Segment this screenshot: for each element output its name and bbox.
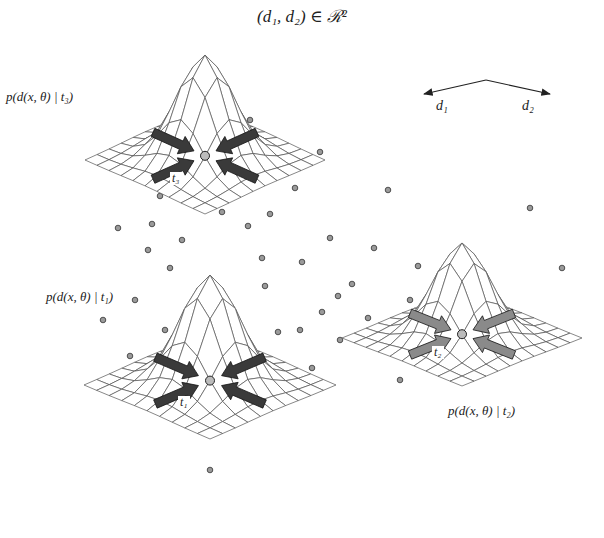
mesh-cell: [197, 428, 222, 439]
sample-dot: [100, 317, 106, 323]
sample-dot: [327, 235, 333, 241]
sample-dot: [407, 297, 413, 303]
class-label: t₂: [432, 346, 444, 359]
sample-dot: [319, 309, 325, 315]
gradient-arrow: [473, 335, 516, 359]
sample-dot: [247, 117, 253, 123]
sample-dot: [397, 377, 403, 383]
sample-dot: [297, 327, 303, 333]
gradient-arrow: [408, 309, 451, 333]
sample-dots: [100, 117, 565, 473]
sample-dot: [267, 211, 273, 217]
gradient-arrow: [222, 382, 267, 408]
axis-label: d₂: [522, 98, 534, 113]
sample-dot: [127, 353, 133, 359]
sample-dot: [415, 263, 421, 269]
sample-dot: [335, 293, 341, 299]
sample-dot: [132, 297, 138, 303]
gradient-arrow: [154, 353, 199, 379]
gradient-arrow: [473, 309, 516, 333]
sample-dot: [371, 245, 377, 251]
axis-arrows: [424, 80, 550, 94]
sample-dot: [275, 329, 281, 335]
sample-dot: [385, 187, 391, 193]
distribution-label: p(d(x, θ) | t₃): [4, 90, 75, 104]
sample-dot: [309, 365, 315, 371]
sample-dot: [317, 149, 323, 155]
gradient-arrow: [222, 353, 267, 379]
distribution-label: p(d(x, θ) | t₂): [446, 404, 517, 418]
class-label: t₁: [178, 396, 190, 409]
class-centre: [458, 330, 467, 339]
class-label: t₃: [170, 172, 182, 185]
sample-dot: [262, 283, 268, 289]
sample-dot: [145, 247, 151, 253]
sample-dot: [219, 209, 225, 215]
mesh-cell: [193, 203, 217, 214]
sample-dot: [162, 327, 168, 333]
axis-label: d₁: [436, 98, 448, 113]
mesh-cell: [450, 376, 474, 386]
axis-line: [424, 80, 486, 94]
sample-dot: [179, 237, 185, 243]
sample-dot: [167, 265, 173, 271]
sample-dot: [292, 185, 298, 191]
sample-dot: [559, 265, 565, 271]
class-centre: [206, 376, 215, 385]
gradient-arrow: [216, 158, 259, 183]
sample-dot: [115, 225, 121, 231]
sample-dot: [527, 205, 533, 211]
gradient-arrow: [216, 128, 259, 153]
sample-dot: [259, 255, 265, 261]
sample-dot: [365, 315, 371, 321]
sample-dot: [207, 467, 213, 473]
sample-dot: [349, 281, 355, 287]
gaussian-surface: [85, 55, 325, 214]
sample-dot: [299, 259, 305, 265]
gradient-arrow: [154, 382, 199, 408]
axis-line: [486, 80, 550, 94]
sample-dot: [149, 221, 155, 227]
heading: (d₁, d₂) ∈ ℛ²: [257, 8, 347, 27]
sample-dot: [245, 223, 251, 229]
gaussian-surface: [342, 243, 582, 386]
gaussian-surface: [84, 275, 336, 439]
class-centre: [201, 151, 210, 160]
gradient-arrow: [151, 128, 194, 153]
gradient-arrow: [408, 335, 451, 359]
distribution-label: p(d(x, θ) | t₁): [44, 290, 115, 304]
